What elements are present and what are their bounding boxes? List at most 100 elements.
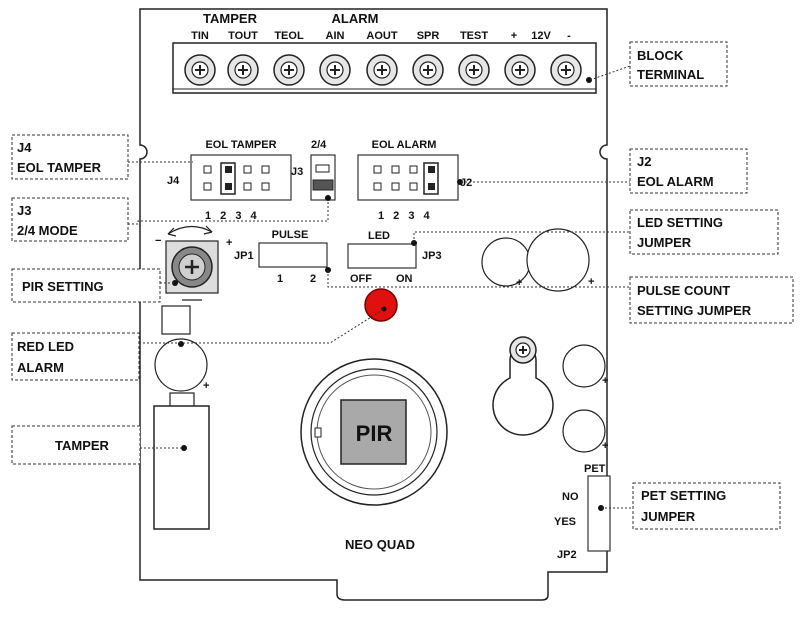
terminal-pin-label: AIN [326, 30, 345, 42]
eol-tamper-title: EOL TAMPER [205, 139, 276, 151]
svg-text:LED SETTING: LED SETTING [637, 215, 723, 230]
pet-yes-label: YES [554, 516, 576, 528]
svg-text:PET SETTING: PET SETTING [641, 488, 726, 503]
terminal-screw [458, 54, 490, 86]
red-led [364, 288, 398, 322]
svg-text:JUMPER: JUMPER [637, 235, 692, 250]
svg-text:J2: J2 [637, 154, 651, 169]
jp2-label: JP2 [557, 549, 577, 561]
svg-text:J4: J4 [17, 140, 32, 155]
terminal-pin-label: TIN [191, 30, 209, 42]
eol-alarm-title: EOL ALARM [372, 139, 437, 151]
capacitor-right-low [562, 409, 606, 453]
capacitor-right-low-plus: + [602, 440, 608, 452]
terminal-screw [412, 54, 444, 86]
board-model: NEO QUAD [345, 537, 415, 552]
callout-tamper: TAMPER [11, 425, 141, 465]
svg-text:PULSE COUNT: PULSE COUNT [637, 283, 730, 298]
svg-text:TAMPER: TAMPER [55, 438, 110, 453]
capacitor-large-plus: + [588, 276, 594, 288]
pot-plus: + [226, 237, 232, 249]
capacitor-left-plus: + [203, 380, 209, 392]
capacitor-right-mid [562, 344, 606, 388]
pet-no-label: NO [562, 491, 579, 503]
capacitor-left [154, 338, 208, 392]
callout-led-setting: LED SETTING JUMPER [629, 209, 779, 255]
callout-j2-eol-alarm: J2 EOL ALARM [629, 148, 748, 194]
terminal-group-alarm: ALARM [332, 11, 379, 26]
terminal-screw [227, 54, 259, 86]
svg-text:2/4 MODE: 2/4 MODE [17, 223, 78, 238]
terminal-screw [319, 54, 351, 86]
terminal-pin-label: 12V [531, 30, 551, 42]
pot-arrow-icon [167, 225, 213, 235]
terminal-pin-label: + [511, 30, 517, 42]
terminal-pin-label: TEST [460, 30, 488, 42]
capacitor-right-mid-plus: + [602, 375, 608, 387]
pir-window [340, 399, 407, 465]
j2-label: J2 [460, 177, 472, 189]
pir-setting-pot [165, 240, 219, 294]
callout-j3-mode: J3 2/4 MODE [11, 197, 129, 242]
terminal-pin-label: TEOL [274, 30, 304, 42]
svg-text:JUMPER: JUMPER [641, 509, 696, 524]
capacitor-small-plus: + [516, 277, 522, 289]
terminal-screw [184, 54, 216, 86]
pir-label: PIR [356, 421, 393, 446]
pet-label: PET [584, 463, 606, 475]
terminal-screw [273, 54, 305, 86]
svg-text:EOL TAMPER: EOL TAMPER [17, 160, 102, 175]
svg-text:EOL ALARM: EOL ALARM [637, 174, 714, 189]
svg-text:TERMINAL: TERMINAL [637, 67, 704, 82]
svg-text:PIR SETTING: PIR SETTING [22, 279, 104, 294]
pir-sensor: PIR [300, 358, 448, 506]
mode-24-label: 2/4 [311, 139, 327, 151]
svg-text:SETTING JUMPER: SETTING JUMPER [637, 303, 752, 318]
jumper-jp3 [347, 243, 417, 269]
terminal-pin-label: TOUT [228, 30, 258, 42]
callout-block-terminal: BLOCK TERMINAL [629, 41, 728, 87]
jumper-j4 [190, 154, 292, 201]
callout-pir-setting: PIR SETTING [11, 268, 161, 303]
j4-pin-numbers: 1 2 3 4 [205, 210, 260, 222]
svg-text:J3: J3 [17, 203, 31, 218]
svg-text:RED LED: RED LED [17, 339, 74, 354]
terminal-pin-labels: TIN TOUT TEOL AIN AOUT SPR TEST + 12V - [191, 30, 571, 42]
jp1-label: JP1 [234, 250, 254, 262]
j4-label: J4 [167, 175, 180, 187]
jumper-j2 [357, 154, 463, 201]
leader-lines [128, 65, 633, 509]
pulse-label: PULSE [272, 229, 309, 241]
svg-text:BLOCK: BLOCK [637, 48, 684, 63]
terminal-screw [366, 54, 398, 86]
capacitor-large-right [526, 228, 590, 292]
led-off-label: OFF [350, 273, 372, 285]
terminal-group-tamper: TAMPER [203, 11, 258, 26]
callout-j4-eol-tamper: J4 EOL TAMPER [11, 134, 129, 180]
led-jumper-label: LED [368, 230, 390, 242]
callout-red-led: RED LED ALARM [11, 332, 140, 381]
terminal-screw [550, 54, 582, 86]
terminal-pin-label: SPR [417, 30, 440, 42]
jp3-label: JP3 [422, 250, 442, 262]
callout-pulse-count: PULSE COUNT SETTING JUMPER [629, 276, 794, 324]
capacitor-small-right [481, 237, 531, 287]
callout-pet-setting: PET SETTING JUMPER [632, 482, 781, 530]
j2-pin-numbers: 1 2 3 4 [378, 210, 433, 222]
terminal-screw [504, 54, 536, 86]
jumper-jp2 [587, 475, 611, 552]
pulse-pin-2: 2 [310, 273, 316, 285]
jumper-jp1 [258, 242, 328, 268]
pulse-pin-1: 1 [277, 273, 283, 285]
j3-label: J3 [291, 166, 303, 178]
svg-text:ALARM: ALARM [17, 360, 64, 375]
terminal-pin-label: - [567, 30, 571, 42]
mount-screw [509, 336, 537, 364]
led-on-label: ON [396, 273, 413, 285]
pot-minus: − [155, 235, 161, 247]
jumper-j3 [310, 154, 336, 201]
block-terminal [172, 42, 597, 94]
component-square [161, 305, 191, 335]
tamper-switch [153, 392, 210, 530]
